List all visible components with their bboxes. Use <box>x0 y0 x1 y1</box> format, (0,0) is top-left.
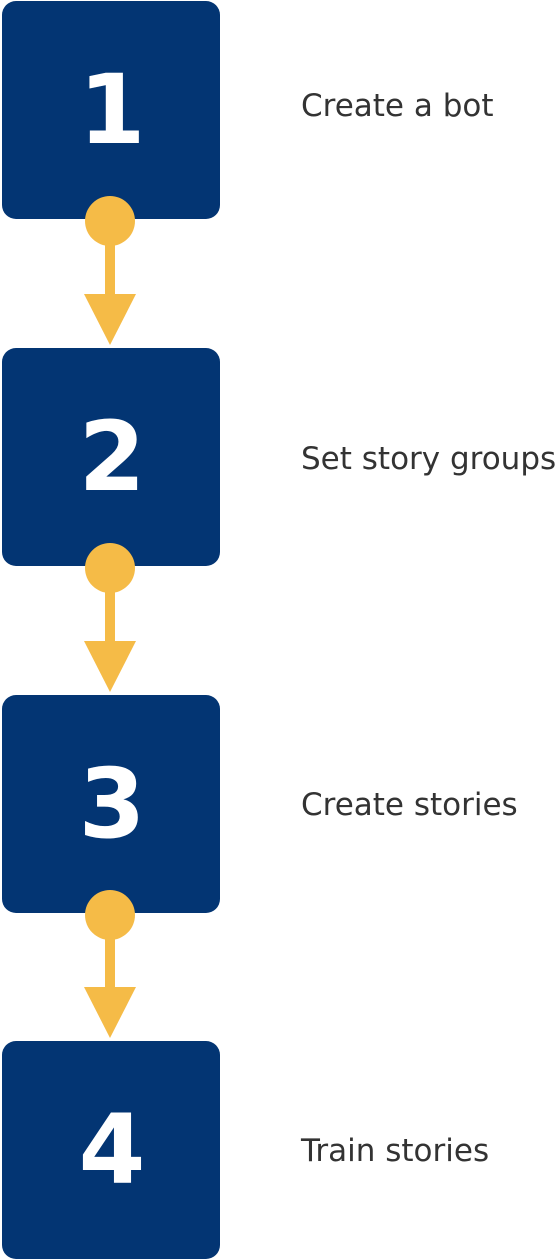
step-4-label: Train stories <box>301 1133 490 1169</box>
step-4-number: 4 <box>78 1094 146 1206</box>
connector-3-4-dot <box>85 890 135 940</box>
step-2-number: 2 <box>78 401 146 513</box>
step-1-box: 1 <box>2 1 220 219</box>
step-3-label: Create stories <box>301 787 518 823</box>
step-1-label: Create a bot <box>301 88 494 124</box>
step-3-number: 3 <box>78 748 146 860</box>
connector-3-4-line <box>105 934 115 994</box>
step-3-box: 3 <box>2 695 220 913</box>
connector-2-3-line <box>105 587 115 647</box>
connector-2-3-dot <box>85 543 135 593</box>
connector-1-2-line <box>105 240 115 300</box>
connector-1-2-arrowhead <box>84 294 136 345</box>
step-4-box: 4 <box>2 1041 220 1259</box>
step-2-box: 2 <box>2 348 220 566</box>
connector-2-3-arrowhead <box>84 641 136 692</box>
connector-1-2-dot <box>85 196 135 246</box>
step-1-number: 1 <box>78 54 146 166</box>
step-2-label: Set story groups <box>301 441 556 477</box>
connector-3-4-arrowhead <box>84 987 136 1038</box>
